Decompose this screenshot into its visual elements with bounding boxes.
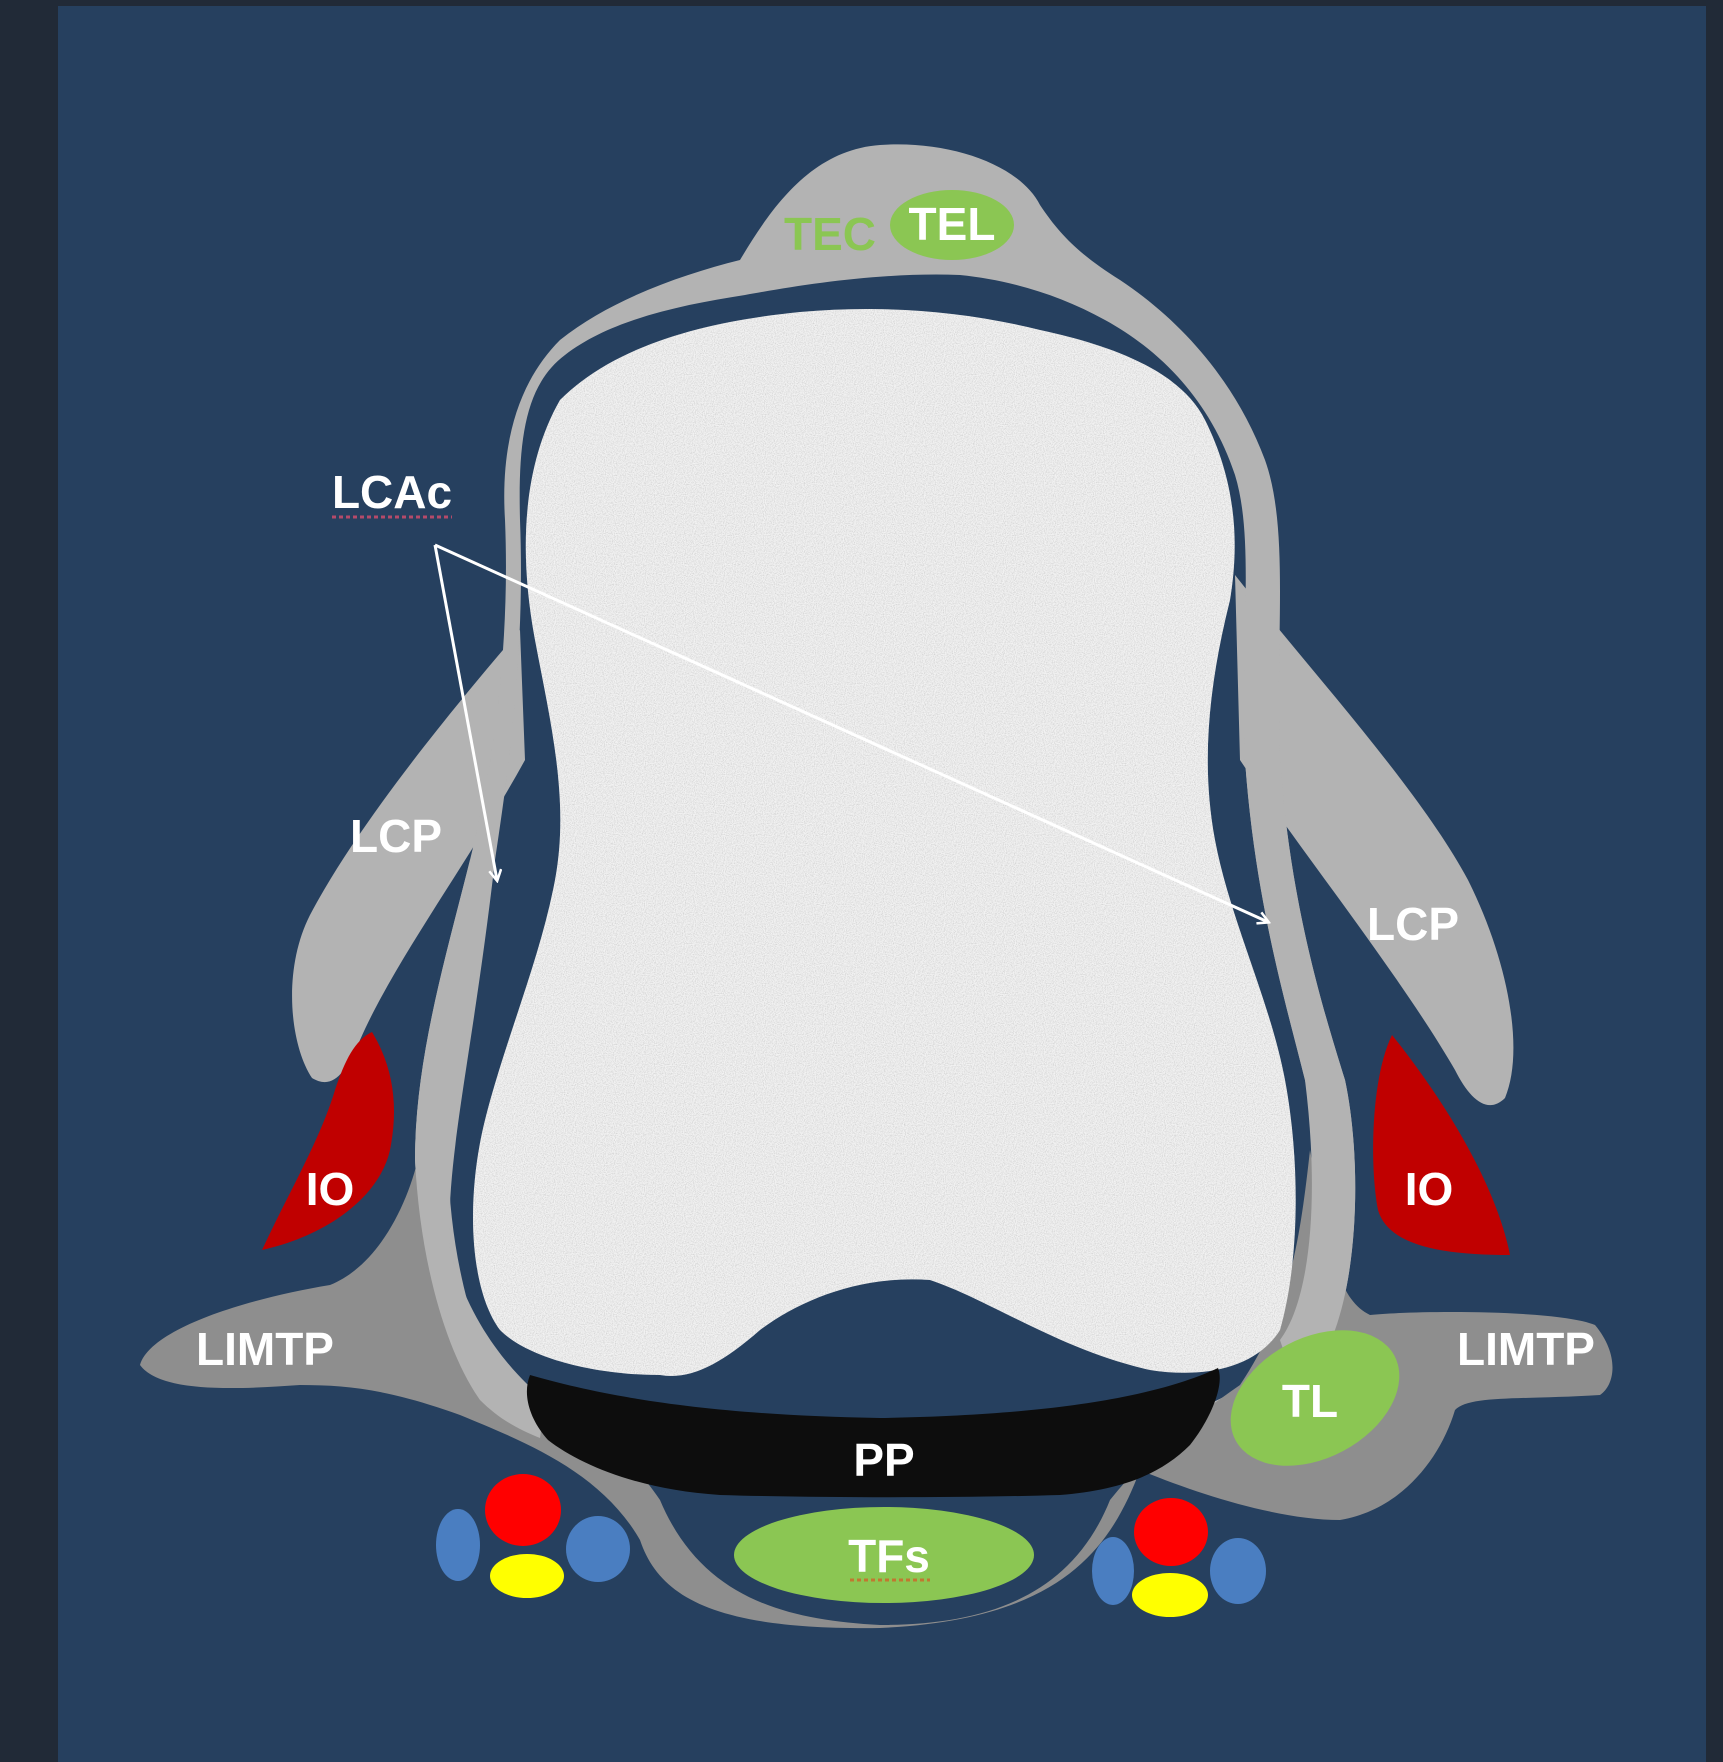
label-tl: TL <box>1282 1375 1338 1427</box>
label-lcac: LCAc <box>332 466 452 518</box>
vein-right-outer-shape <box>1092 1537 1134 1605</box>
vessel-left-shape <box>485 1474 561 1546</box>
label-limtp-right: LIMTP <box>1457 1323 1595 1375</box>
label-tec: TEC <box>784 208 876 260</box>
label-limtp-left: LIMTP <box>196 1323 334 1375</box>
speckled-central-mass <box>473 309 1296 1376</box>
label-io-right: IO <box>1405 1163 1454 1215</box>
nerve-right-shape <box>1132 1573 1208 1617</box>
nerve-left-shape <box>490 1554 564 1598</box>
label-lcp-right: LCP <box>1367 898 1459 950</box>
vessel-right-shape <box>1134 1498 1208 1566</box>
vein-left-outer-shape <box>436 1509 480 1581</box>
label-pp: PP <box>853 1434 914 1486</box>
label-io-left: IO <box>306 1163 355 1215</box>
vein-right-inner-shape <box>1210 1538 1266 1604</box>
label-tfs: TFs <box>848 1530 930 1582</box>
label-tel: TEL <box>909 198 996 250</box>
vein-left-inner-shape <box>566 1516 630 1582</box>
label-lcp-left: LCP <box>350 810 442 862</box>
